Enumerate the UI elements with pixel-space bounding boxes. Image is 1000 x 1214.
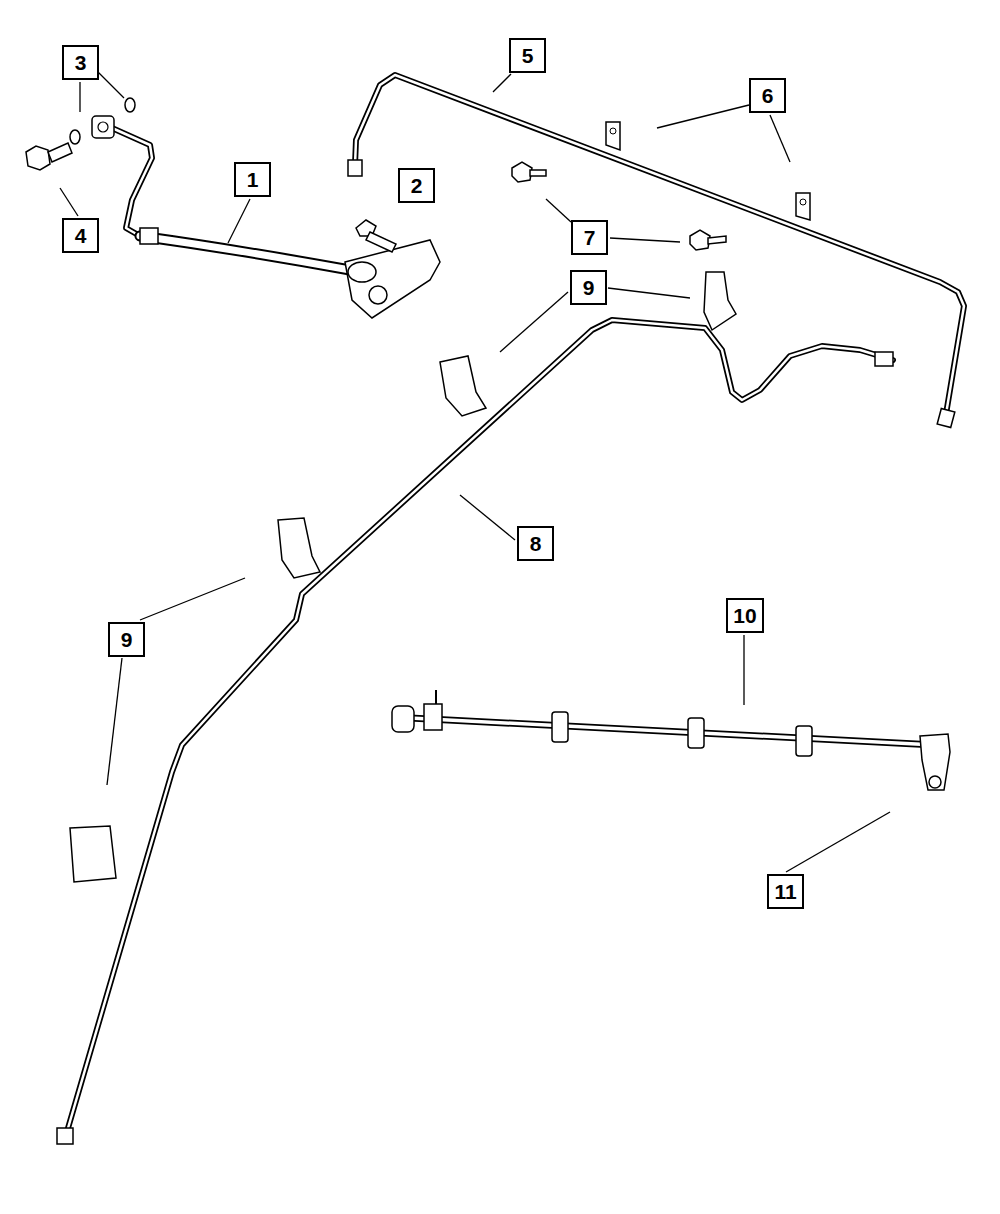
copper-washer — [125, 98, 135, 112]
tube-bracket — [796, 193, 810, 220]
callout-box: 9 — [108, 622, 145, 657]
callout-box: 7 — [571, 220, 608, 255]
banjo-bolt — [48, 143, 72, 162]
callout-number: 7 — [584, 227, 596, 248]
brake-tube — [355, 75, 964, 420]
callout-number: 8 — [530, 533, 542, 554]
callout-number: 9 — [583, 277, 595, 298]
brake-hose — [140, 236, 350, 270]
callout-box: 1 — [234, 162, 271, 197]
banjo-fitting — [92, 116, 114, 138]
callout-number: 4 — [75, 225, 87, 246]
callout-number: 11 — [774, 881, 796, 902]
callout-number: 6 — [762, 85, 774, 106]
callout-number: 1 — [247, 169, 259, 190]
copper-washer — [70, 130, 80, 144]
bracket-hole — [800, 199, 806, 205]
brake-tube — [66, 320, 893, 1135]
brake-tube — [66, 320, 893, 1135]
screw — [512, 162, 726, 250]
callout-box: 8 — [517, 526, 554, 561]
callout-number: 3 — [75, 52, 87, 73]
callout-box: 3 — [62, 45, 99, 80]
tube-nut — [875, 352, 893, 366]
banjo-hole — [98, 122, 108, 132]
tube-clip — [70, 272, 736, 882]
callout-box: 9 — [570, 270, 607, 305]
bracket-bolt — [366, 232, 396, 252]
callout-box: 6 — [749, 78, 786, 113]
brake-hose — [140, 236, 350, 270]
callout-box: 5 — [509, 38, 546, 73]
callout-number: 2 — [411, 175, 423, 196]
callout-box: 10 — [726, 598, 764, 633]
callout-box: 4 — [62, 218, 99, 253]
brake-hose — [112, 128, 152, 236]
brake-tube — [355, 75, 964, 420]
callout-number: 5 — [522, 45, 534, 66]
callout-number: 10 — [733, 605, 756, 626]
callout-number: 9 — [121, 629, 133, 650]
hose-nut — [369, 286, 387, 304]
tube-nut — [937, 408, 955, 427]
hose-fitting — [348, 262, 376, 282]
leader-line — [60, 72, 890, 872]
bracket-hole — [610, 128, 616, 134]
brake-hose — [112, 128, 152, 236]
speed-sensor — [392, 690, 950, 790]
callout-box: 11 — [767, 874, 804, 909]
banjo-bolt — [26, 146, 50, 170]
tube-bracket — [606, 122, 620, 150]
hose-ferrule — [140, 228, 158, 244]
tube-nut — [57, 1128, 73, 1144]
callout-box: 2 — [398, 168, 435, 203]
tube-nut — [348, 160, 362, 176]
